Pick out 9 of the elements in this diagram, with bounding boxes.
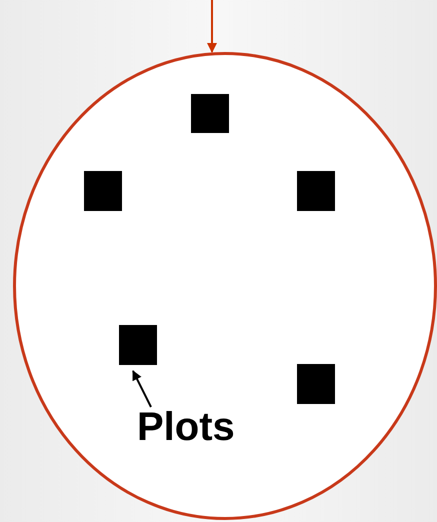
- plot-square: [297, 171, 335, 211]
- field-ellipse: [13, 52, 437, 520]
- leader-line: [132, 370, 152, 408]
- plots-label: Plots: [137, 405, 235, 449]
- plot-square: [84, 171, 122, 211]
- plot-square: [297, 364, 335, 404]
- plot-square: [191, 94, 229, 133]
- plot-square: [119, 325, 157, 365]
- arrow: [207, 0, 217, 53]
